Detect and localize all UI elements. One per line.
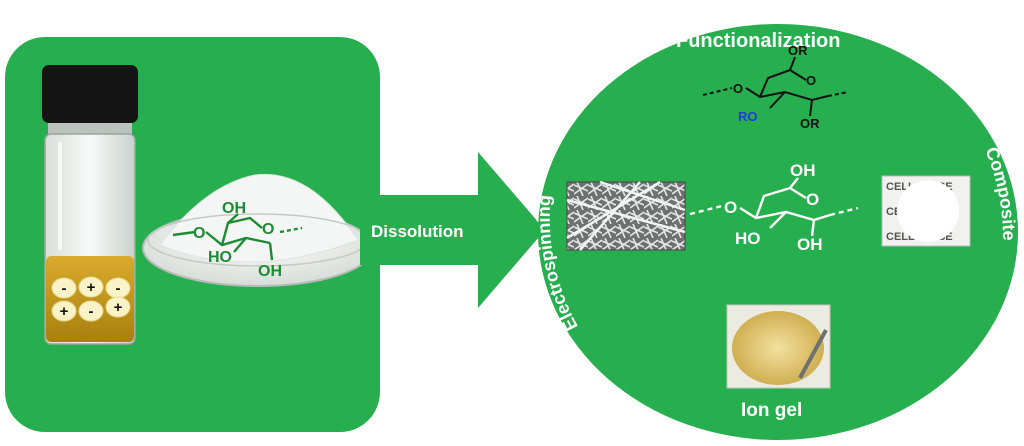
ion-symbol: + (114, 299, 123, 316)
composite-image: CELLULOSE CELLULOSE CELLULOSE (881, 175, 971, 247)
center-ho: HO (735, 229, 761, 248)
cellulose-oh-bottom-left: OH (258, 263, 282, 280)
petri-dish (142, 173, 374, 287)
vial-cap (42, 65, 138, 123)
cellulose-o-link-left: O (193, 225, 205, 242)
left-panel: - + - + - + OH O O HO OH (5, 37, 380, 432)
arrow-label: Dissolution (371, 222, 464, 241)
applications-circle: Functionalization O O OR RO OR (534, 24, 1019, 440)
ion-circle (78, 300, 104, 322)
func-or-top: OR (788, 43, 808, 58)
functionalization-title: Functionalization (676, 30, 840, 52)
func-or-bottom: OR (800, 116, 820, 131)
cellulose-oh-top-left: OH (222, 200, 246, 217)
cellulose-o-ring-left: O (262, 221, 274, 238)
ion-symbol: - (89, 303, 94, 320)
center-oh-bottom: OH (797, 235, 823, 254)
functionalized-cellulose: O O OR RO OR (702, 43, 849, 131)
cellulose-powder (159, 173, 359, 263)
ion-symbol: + (60, 303, 69, 320)
func-ro: RO (738, 109, 758, 124)
electrospun-fibers-image (566, 180, 686, 251)
dissolution-arrow: Dissolution (360, 152, 545, 308)
center-o-link: O (724, 198, 737, 217)
ion-symbol: + (87, 279, 96, 296)
func-o-ring: O (806, 73, 816, 88)
ion-symbol: - (116, 280, 121, 297)
arrow-shape (360, 152, 545, 308)
center-o-ring: O (806, 190, 819, 209)
cellulose-structure-center: OH O O HO OH (689, 161, 859, 254)
ion-symbol: - (62, 280, 67, 297)
ion-circle (51, 277, 77, 299)
cellulose-ho-left: HO (208, 249, 232, 266)
center-oh-top: OH (790, 161, 816, 180)
ion-group: - + - + - + (51, 276, 131, 322)
ion-circle (105, 296, 131, 318)
cellulose-structure-left: OH O O HO OH (172, 200, 303, 280)
ion-gel-image (726, 304, 831, 389)
func-o-link: O (733, 81, 743, 96)
vial-neck (48, 123, 132, 135)
ion-circle (51, 300, 77, 322)
circle-background (538, 24, 1018, 440)
ion-circle (78, 276, 104, 298)
composite-film (897, 180, 959, 242)
ion-gel-label: Ion gel (741, 400, 802, 421)
